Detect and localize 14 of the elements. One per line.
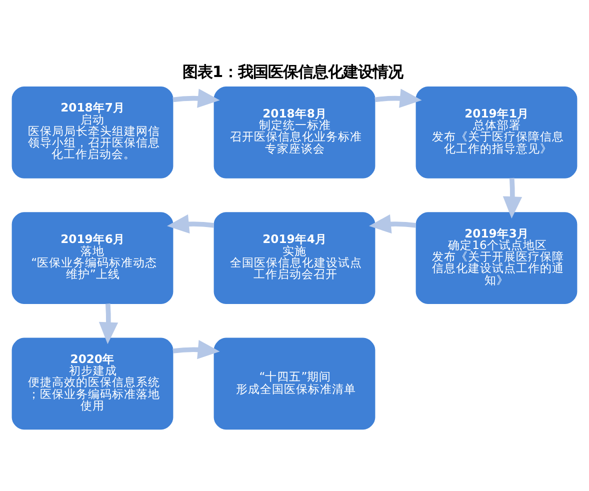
diagram-title: 图表1：我国医保信息化建设情况 xyxy=(182,63,404,82)
arrow xyxy=(172,88,220,108)
node-box: 2020年 初步建成 便捷高效的医保信息系统；医保业务编码标准落地使用 xyxy=(12,338,174,430)
node-box: 2019年3月 确定16个试点地区 发布《关于开展医疗保障信息化建设试点工作的通知》 xyxy=(416,212,578,304)
node-box: 2019年6月 落地 “医保业务编码标准动态维护”上线 xyxy=(12,212,174,304)
node-box: 2019年4月 实施 全国医保信息化建设试点工作启动会召开 xyxy=(214,212,376,304)
node-box: “十四五”期间 形成全国医保标准清单 xyxy=(214,338,376,430)
node-box: 2019年1月 总体部署 发布《关于医疗保障信息化工作的指导意见》 xyxy=(416,86,578,178)
arrow xyxy=(172,340,220,360)
arrow xyxy=(502,178,522,219)
arrow xyxy=(374,88,422,108)
node-box: 2018年8月 制定统一标准 召开医保信息化业务标准专家座谈会 xyxy=(214,86,376,178)
node-box: 2018年7月 启动 医保局局长牵头组建网信领导小组，召开医保信息化工作启动会。 xyxy=(12,86,174,178)
arrow xyxy=(98,304,118,344)
